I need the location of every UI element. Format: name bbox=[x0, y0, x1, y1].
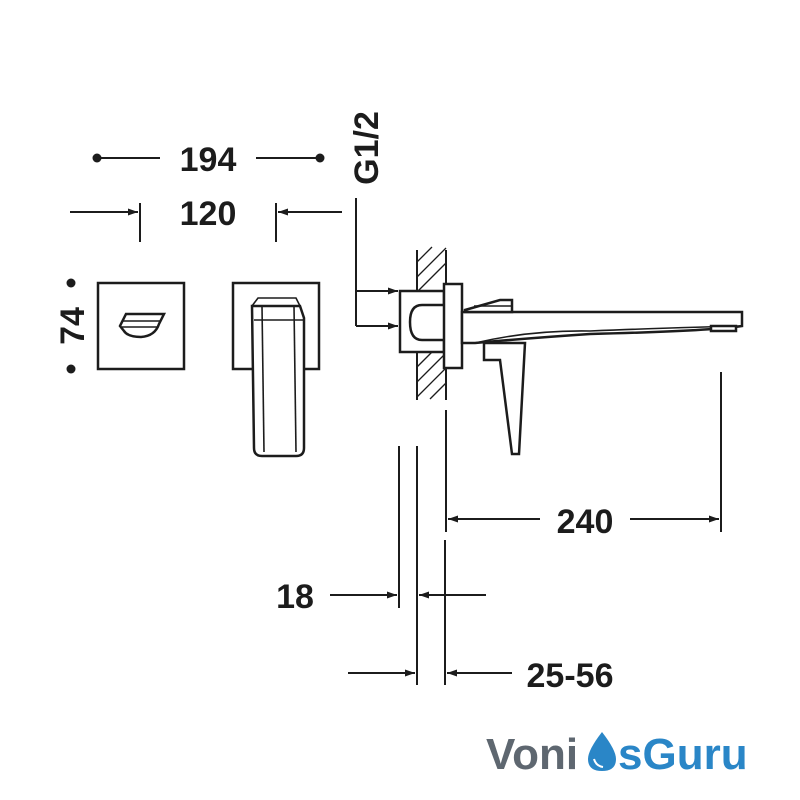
watermark-logo: Voni sGuru bbox=[486, 730, 748, 779]
depth-extension-lines bbox=[398, 446, 446, 685]
watermark-text-part1: Voni bbox=[486, 730, 578, 779]
dim-25-56-label: 25-56 bbox=[527, 657, 614, 695]
dim-74-label: 74 bbox=[54, 307, 92, 345]
thread-leader bbox=[355, 198, 398, 330]
valve-body bbox=[398, 289, 454, 354]
dim-240-label: 240 bbox=[557, 503, 614, 541]
spout bbox=[460, 298, 744, 345]
water-drop-icon bbox=[588, 732, 616, 771]
dim-74-line bbox=[66, 278, 76, 374]
dim-18-label: 18 bbox=[276, 578, 314, 616]
side-lever bbox=[482, 341, 527, 456]
lever-handle bbox=[250, 297, 306, 458]
left-escutcheon bbox=[96, 281, 186, 371]
watermark-text-part2: sGuru bbox=[618, 730, 748, 779]
dim-120-label: 120 bbox=[180, 195, 237, 233]
dim-194-line bbox=[92, 153, 325, 163]
dim-240-line bbox=[445, 372, 722, 532]
thread-size-label: G1/2 bbox=[348, 111, 386, 185]
wall-plate bbox=[442, 282, 464, 370]
dim-120-line bbox=[70, 203, 342, 242]
dim-194-label: 194 bbox=[180, 141, 237, 179]
